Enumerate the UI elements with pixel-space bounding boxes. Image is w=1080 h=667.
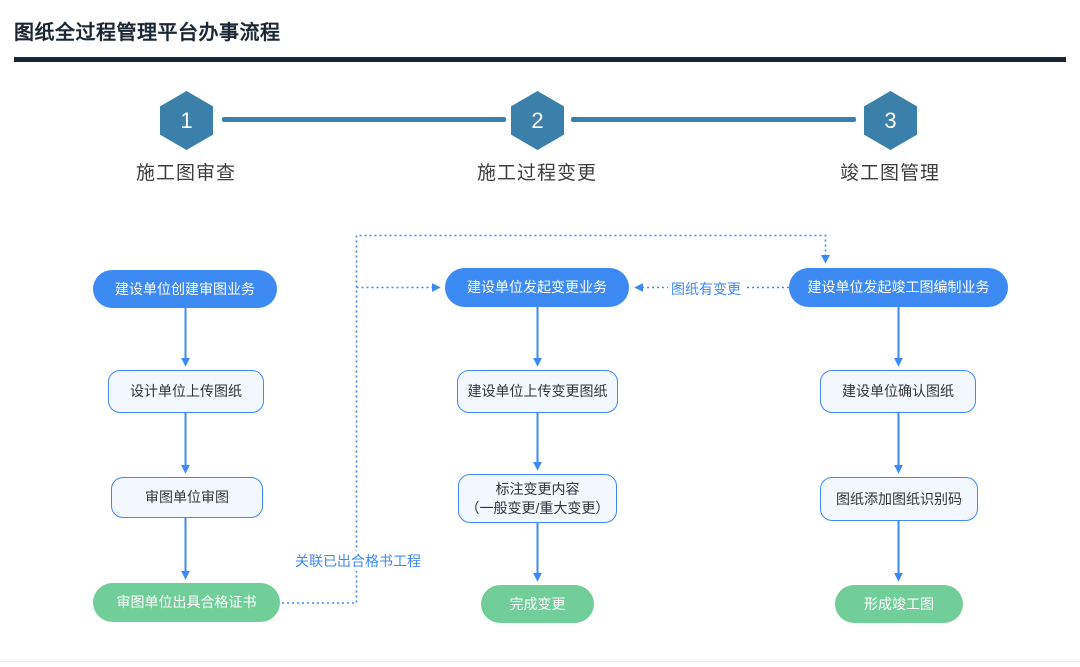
node-label: 建设单位发起竣工图编制业务 xyxy=(807,279,990,295)
step-connector-line-1 xyxy=(222,117,506,122)
node-label: 形成竣工图 xyxy=(864,595,934,612)
node-add-drawing-id-code: 图纸添加图纸识别码 xyxy=(820,477,978,521)
node-label: 设计单位上传图纸 xyxy=(130,383,242,399)
node-create-review-business: 建设单位创建审图业务 xyxy=(93,270,277,308)
node-initiate-asbuilt-business: 建设单位发起竣工图编制业务 xyxy=(789,268,1008,307)
node-label: 完成变更 xyxy=(509,595,566,612)
node-initiate-change-business: 建设单位发起变更业务 xyxy=(445,268,629,307)
bottom-divider xyxy=(0,661,1080,662)
step-number: 1 xyxy=(180,107,193,133)
step-connector-line-2 xyxy=(571,117,856,122)
node-issue-certificate: 审图单位出具合格证书 xyxy=(93,583,280,622)
node-review-drawings: 审图单位审图 xyxy=(111,477,263,518)
step-label-construction-review: 施工图审查 xyxy=(135,163,237,184)
node-annotate-change-content: 标注变更内容 （一般变更/重大变更） xyxy=(458,474,617,523)
step-label-asbuilt-management: 竣工图管理 xyxy=(839,163,941,184)
node-label: 建设单位确认图纸 xyxy=(842,383,954,399)
title-underline xyxy=(14,57,1066,62)
node-label: 图纸添加图纸识别码 xyxy=(836,490,962,507)
node-label: 标注变更内容 xyxy=(495,480,580,497)
connector-label-link-certificate: 关联已出合格书工程 xyxy=(292,551,424,571)
node-label: 建设单位上传变更图纸 xyxy=(467,383,608,399)
node-label: 审图单位出具合格证书 xyxy=(116,594,257,610)
connector-label-drawing-changed: 图纸有变更 xyxy=(668,279,744,299)
step-number: 3 xyxy=(884,107,897,133)
node-label-line2: （一般变更/重大变更） xyxy=(465,499,610,516)
step-number: 2 xyxy=(531,107,544,133)
node-confirm-drawings: 建设单位确认图纸 xyxy=(820,370,976,413)
step-label-process-change: 施工过程变更 xyxy=(476,163,598,184)
node-label: 审图单位审图 xyxy=(145,489,229,505)
node-upload-change-drawings: 建设单位上传变更图纸 xyxy=(457,370,618,413)
page-title: 图纸全过程管理平台办事流程 xyxy=(14,22,281,44)
node-asbuilt-formed: 形成竣工图 xyxy=(835,585,963,623)
node-label: 建设单位创建审图业务 xyxy=(115,280,255,297)
node-label: 建设单位发起变更业务 xyxy=(467,279,607,295)
node-upload-drawings: 设计单位上传图纸 xyxy=(108,370,264,413)
node-change-complete: 完成变更 xyxy=(481,585,594,623)
